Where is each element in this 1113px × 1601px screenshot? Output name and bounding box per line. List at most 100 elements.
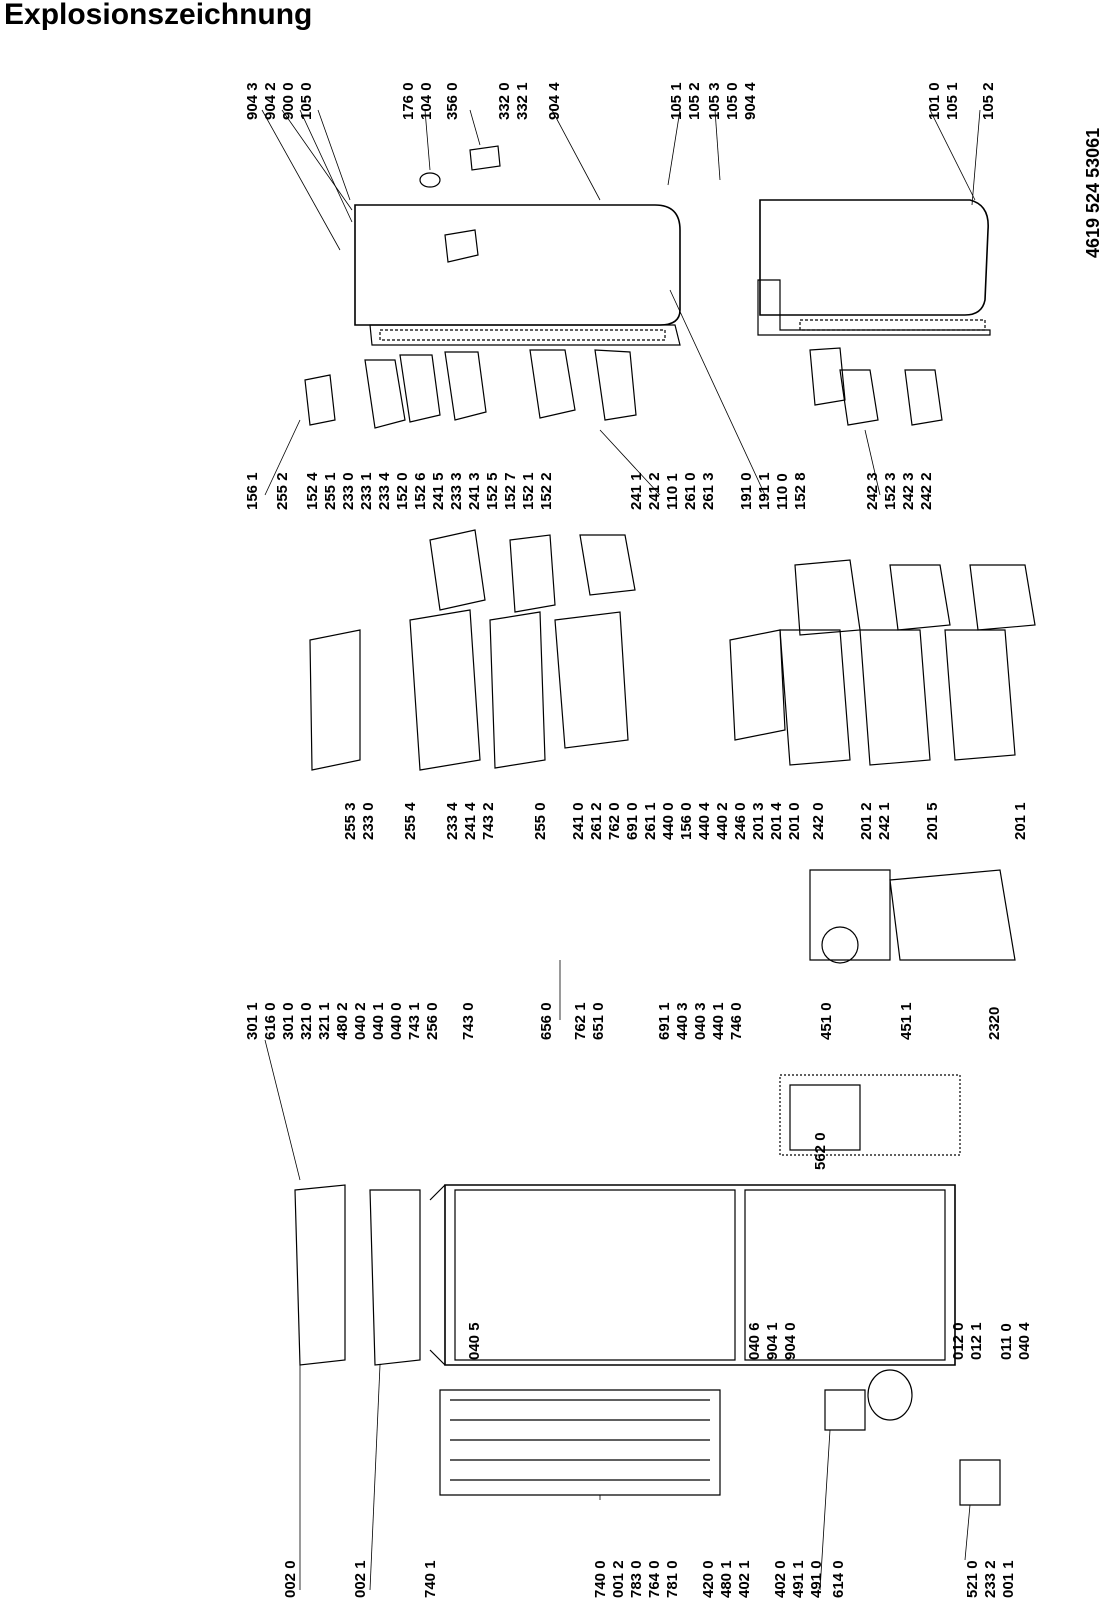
- callout-label: 255 1: [322, 472, 339, 510]
- page-title: Explosionszeichnung: [4, 0, 313, 31]
- callout-label: 255 0: [532, 802, 549, 840]
- callout-label: 002 0: [282, 1560, 299, 1598]
- callout-label: 233 1: [358, 472, 375, 510]
- callout-label: 242 3: [864, 472, 881, 510]
- document-number: 4619 524 53061: [1083, 127, 1103, 258]
- callout-label: 491 0: [808, 1560, 825, 1598]
- callout-label: 402 0: [772, 1560, 789, 1598]
- callout-label: 781 0: [664, 1560, 681, 1598]
- callout-label: 261 3: [700, 472, 717, 510]
- freezer-door: [757, 199, 991, 336]
- callout-label: 233 0: [360, 802, 377, 840]
- callout-label: 242 1: [876, 802, 893, 840]
- leader-lines: [261, 109, 981, 1591]
- callout-label: 356 0: [444, 82, 461, 120]
- callout-label: 904 4: [742, 82, 759, 120]
- callout-label: 764 0: [646, 1560, 663, 1598]
- callout-label: 233 2: [982, 1560, 999, 1598]
- callout-label: 012 1: [968, 1322, 985, 1360]
- callout-label: 480 1: [718, 1560, 735, 1598]
- callout-label: 105 1: [944, 82, 961, 120]
- callout-label: 233 3: [448, 472, 465, 510]
- callout-label: 011 0: [998, 1323, 1015, 1360]
- callout-label: 002 1: [352, 1560, 369, 1598]
- callout-label: 201 4: [768, 802, 785, 840]
- callout-label: 201 3: [750, 802, 767, 840]
- callout-label: 743 0: [460, 1002, 477, 1040]
- callout-label: 904 4: [546, 82, 563, 120]
- callout-label: 001 2: [610, 1560, 627, 1598]
- callout-label: 040 1: [370, 1002, 387, 1040]
- callout-label: 110 1: [664, 473, 681, 510]
- callout-label: 152 0: [394, 472, 411, 510]
- callout-label: 012 0: [950, 1322, 967, 1360]
- callout-label: 261 2: [588, 802, 605, 840]
- callout-label: 691 0: [624, 802, 641, 840]
- callout-label: 176 0: [400, 82, 417, 120]
- callout-label: 440 0: [660, 802, 677, 840]
- callout-label: 656 0: [538, 1002, 555, 1040]
- shelves: [309, 529, 1036, 771]
- callout-label: 255 4: [402, 802, 419, 840]
- callout-label: 104 0: [418, 82, 435, 120]
- callout-label: 233 4: [444, 802, 461, 840]
- callout-label: 201 5: [924, 802, 941, 840]
- callout-label: 105 0: [298, 82, 315, 120]
- callout-label: 246 0: [732, 802, 749, 840]
- callout-label: 783 0: [628, 1560, 645, 1598]
- callout-label: 743 1: [406, 1002, 423, 1040]
- callout-label: 420 0: [700, 1560, 717, 1598]
- callout-label: 156 0: [678, 802, 695, 840]
- callout-label: 904 2: [262, 82, 279, 120]
- callout-label: 191 1: [756, 472, 773, 510]
- callout-label: 691 1: [656, 1002, 673, 1040]
- callout-label: 152 5: [484, 472, 501, 510]
- callout-label: 105 2: [980, 82, 997, 120]
- callout-label: 521 0: [964, 1560, 981, 1598]
- callout-label: 402 1: [736, 1560, 753, 1598]
- callout-label: 233 0: [340, 472, 357, 510]
- callout-label: 152 1: [520, 472, 537, 510]
- callout-label: 241 4: [462, 802, 479, 840]
- callout-label: 101 0: [926, 82, 943, 120]
- callout-label: 332 1: [514, 82, 531, 120]
- callout-label: 241 0: [570, 802, 587, 840]
- callout-label: 255 3: [342, 802, 359, 840]
- top-covers: [294, 1184, 421, 1366]
- callout-label: 152 6: [412, 472, 429, 510]
- callout-label: 491 1: [790, 1560, 807, 1598]
- callout-label: 616 0: [262, 1002, 279, 1040]
- callout-label: 904 1: [764, 1322, 781, 1360]
- callout-label: 201 2: [858, 802, 875, 840]
- callout-label: 440 2: [714, 802, 731, 840]
- callout-label: 261 0: [682, 472, 699, 510]
- cabinet-body: [429, 1184, 956, 1366]
- callout-label: 201 1: [1012, 802, 1029, 840]
- callout-label: 040 2: [352, 1002, 369, 1040]
- fridge-door: [354, 145, 681, 346]
- callout-label: 562 0: [812, 1132, 829, 1170]
- callout-label: 740 1: [422, 1560, 439, 1598]
- callout-label: 301 0: [280, 1002, 297, 1040]
- callout-label: 762 1: [572, 1002, 589, 1040]
- callout-label: 242 3: [900, 472, 917, 510]
- callout-label: 040 4: [1016, 1322, 1033, 1360]
- compressor-assembly: [824, 1369, 1001, 1506]
- callout-label: 152 7: [502, 472, 519, 510]
- callout-label: 440 4: [696, 802, 713, 840]
- callout-label: 255 2: [274, 472, 291, 510]
- callout-label: 301 1: [244, 1002, 261, 1040]
- callout-label: 233 4: [376, 472, 393, 510]
- callout-label: 152 3: [882, 472, 899, 510]
- callout-label: 900 0: [280, 82, 297, 120]
- callout-label: 040 5: [466, 1322, 483, 1360]
- callout-label: 040 6: [746, 1322, 763, 1360]
- callout-label: 740 0: [592, 1560, 609, 1598]
- callout-label: 321 0: [298, 1002, 315, 1040]
- callout-label: 242 2: [918, 472, 935, 510]
- callout-label: 241 3: [466, 472, 483, 510]
- callout-label: 152 2: [538, 472, 555, 510]
- callout-label: 440 1: [710, 1002, 727, 1040]
- callout-label: 2320: [986, 1006, 1003, 1040]
